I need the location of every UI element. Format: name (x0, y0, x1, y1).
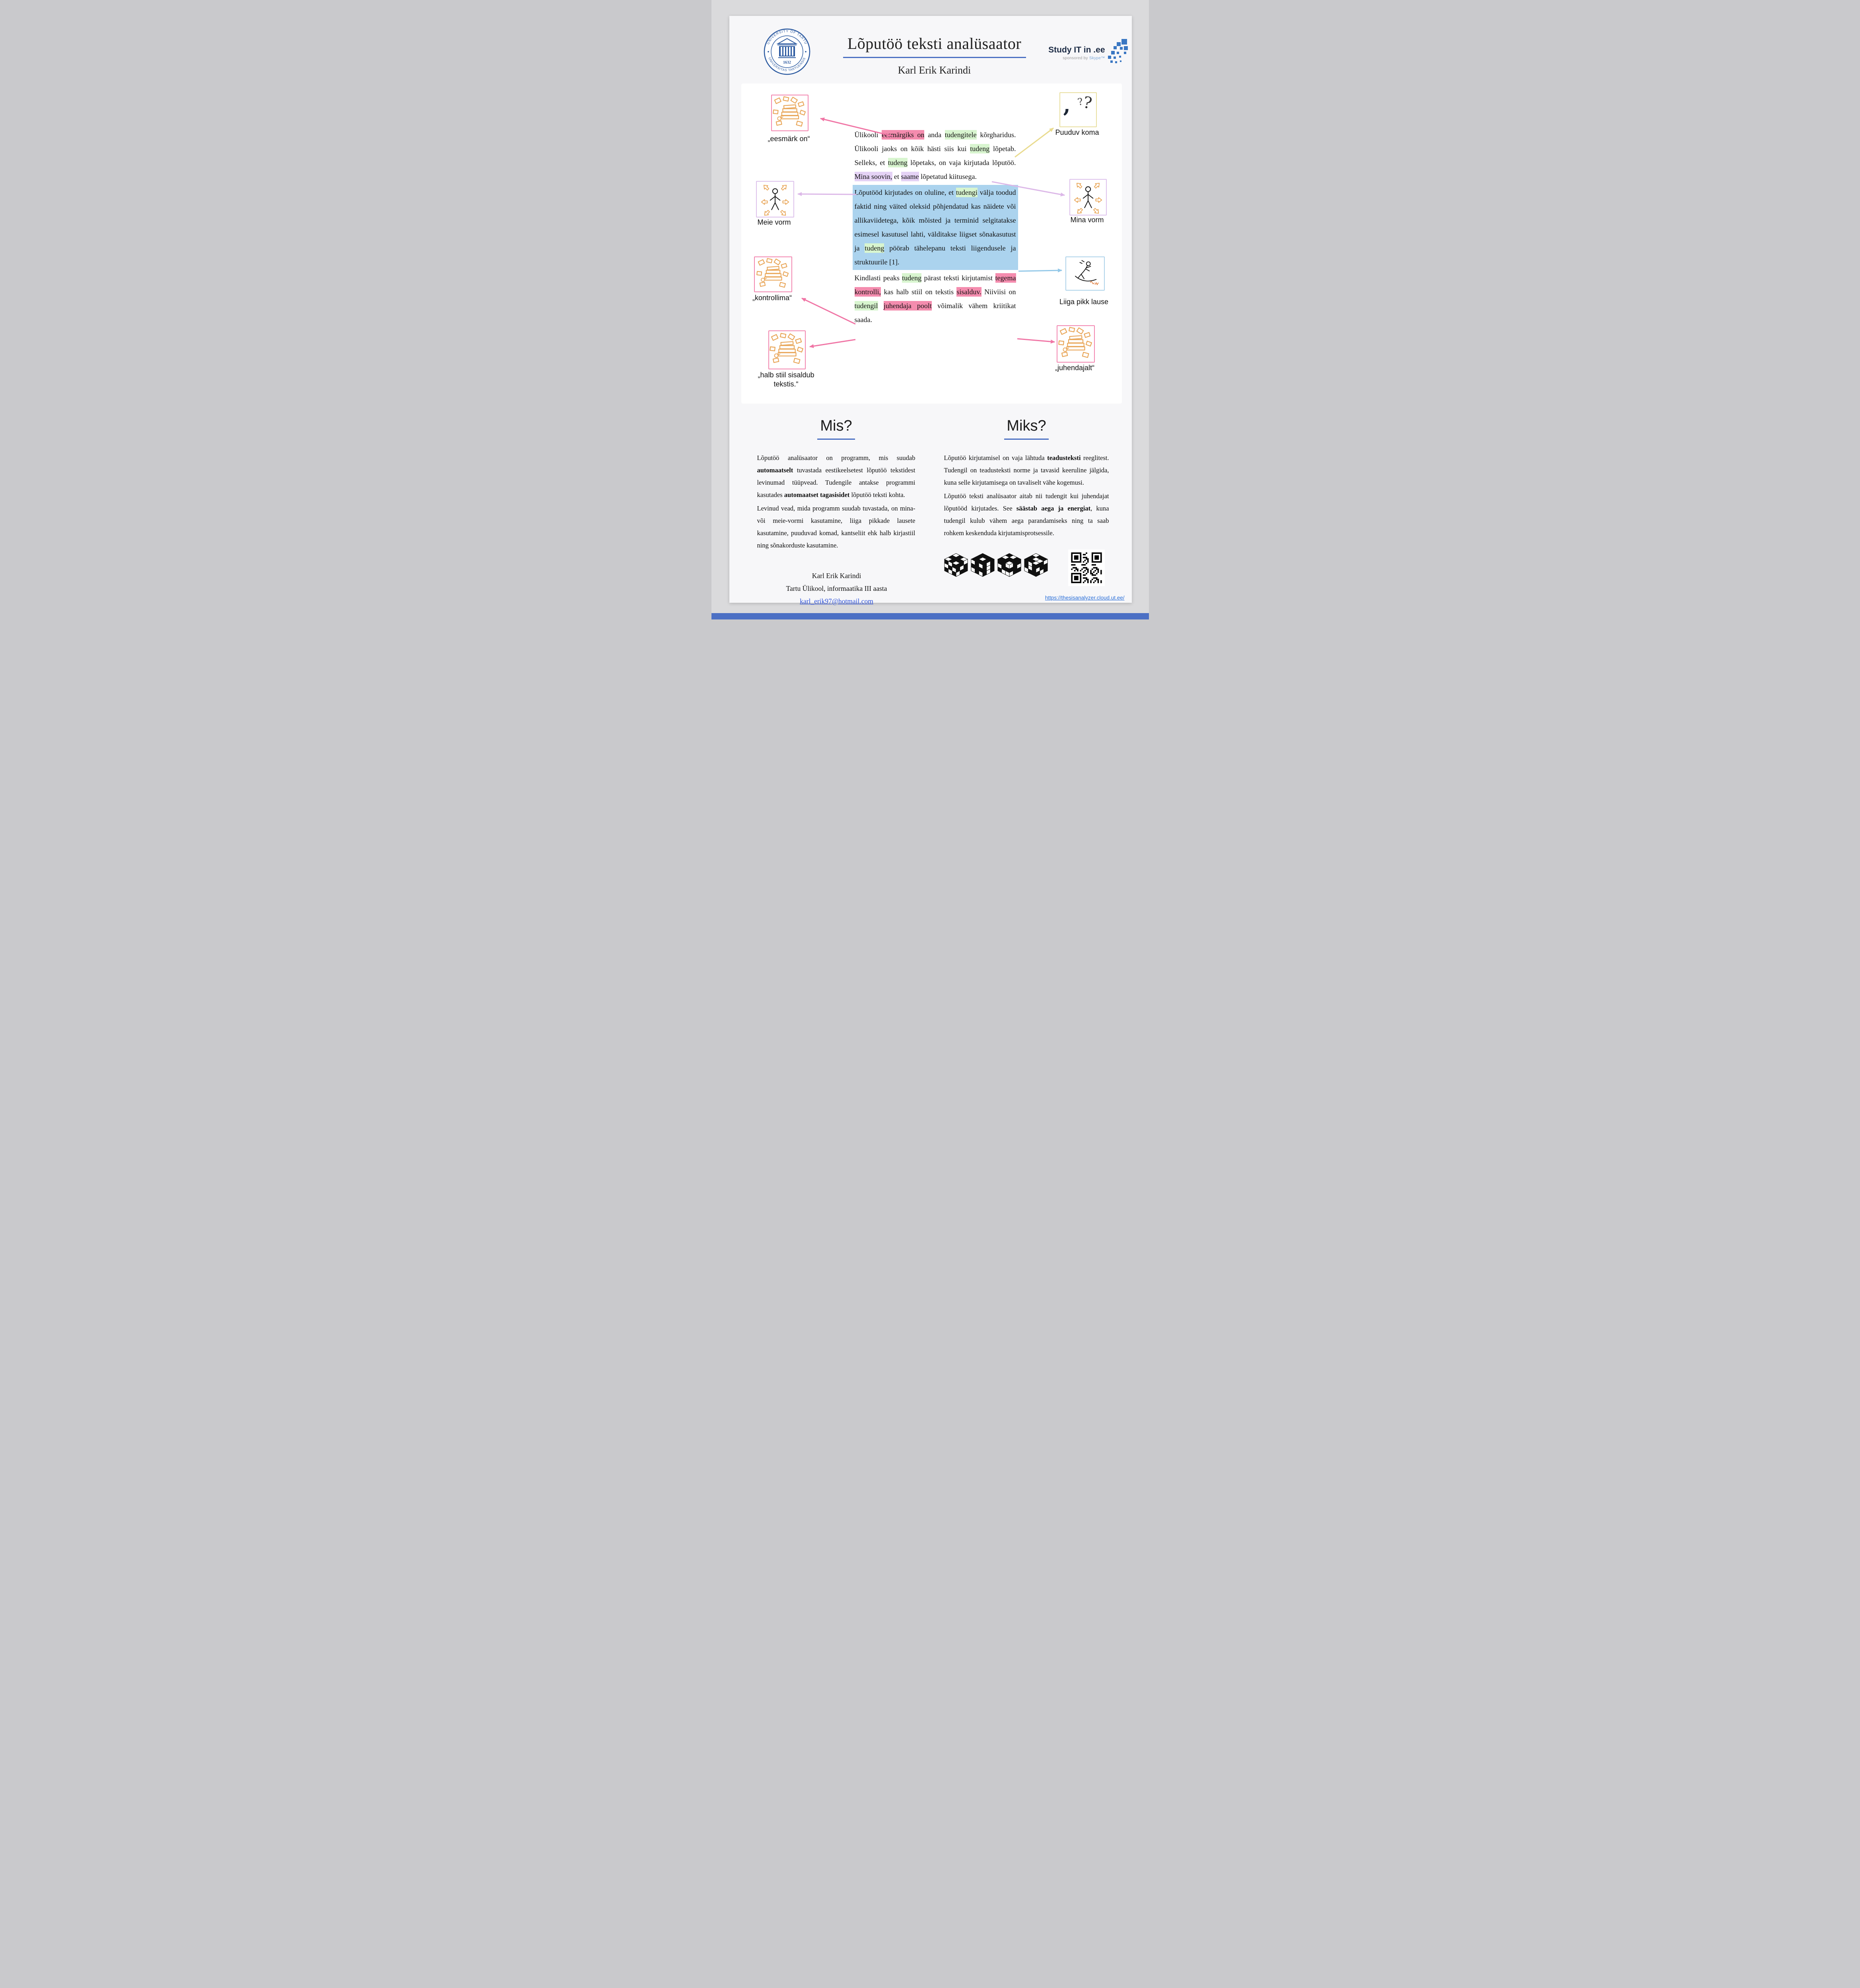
figure-kontrollima (754, 256, 792, 292)
label-juhendajalt: „juhendajalt“ (1055, 364, 1095, 372)
paragraph: Kindlasti peaks tudeng pärast teksti kir… (854, 273, 1016, 324)
heading-underline (817, 439, 855, 440)
rubiks-cube-icon (970, 553, 995, 577)
label-liiga-pikk: Liiga pikk lause (1059, 298, 1109, 306)
poster: UNIVERSITY OF TARTU UNIVERSITAS TARTUENS… (729, 16, 1132, 605)
title-underline (843, 57, 1026, 58)
paper-stack-icon (769, 331, 805, 369)
rubiks-cube-icon (1024, 553, 1048, 577)
author-subtitle: Karl Erik Karindi (898, 64, 971, 76)
label-kontrollima: „kontrollima“ (752, 294, 792, 302)
paragraph: Ülikooli eesmärgiks on anda tudengitele … (854, 130, 1016, 181)
annotated-text: Ülikooli eesmärgiks on anda tudengitele … (852, 128, 1018, 327)
figure-juhendajalt (1056, 325, 1095, 363)
page-title: Lõputöö teksti analüsaator (847, 35, 1022, 52)
label-meie-vorm: Meie vorm (757, 218, 791, 226)
logo-year: 1632 (783, 60, 791, 65)
skype-text: Skype™ (1089, 56, 1105, 60)
screenshot-page: UNIVERSITY OF TARTU UNIVERSITAS TARTUENS… (711, 0, 1149, 619)
stick-figure-arrows-icon (757, 182, 793, 217)
cube-icons (944, 553, 1048, 577)
heading-miks: Miks? (1007, 417, 1046, 434)
rubiks-cube-icon (997, 553, 1021, 577)
footer-contact: Karl Erik Karindi Tartu Ülikool, informa… (757, 569, 916, 608)
university-of-tartu-logo: UNIVERSITY OF TARTU UNIVERSITAS TARTUENS… (763, 28, 811, 76)
figure-meie-vorm (756, 181, 794, 217)
label-halb-stiil: „halb stiil sisaldub tekstis.“ (758, 371, 814, 388)
label-eesmark: „eesmärk on“ (768, 135, 810, 143)
thesis-url-link[interactable]: https://thesisanalyzer.cloud.ut.ee/ (1045, 595, 1125, 601)
figure-puuduv-koma: , ? ? (1059, 92, 1097, 127)
paragraph: Levinud vead, mida programm suudab tuvas… (757, 505, 915, 549)
rubiks-cube-icon (944, 553, 968, 577)
section-mis: Mis? Lõputöö analüsaator on programm, mi… (757, 417, 915, 551)
sponsored-by-text: sponsored by (1063, 56, 1089, 60)
label-mina-vorm: Mina vorm (1070, 216, 1104, 224)
paragraph: Lõputöö analüsaator on programm, mis suu… (757, 454, 915, 499)
stick-figure-arrows-icon (1070, 180, 1106, 215)
miks-paragraphs: Lõputöö kirjutamisel on vaja lähtuda tea… (944, 452, 1109, 539)
paragraph: Lõputöö kirjutamisel on vaja lähtuda tea… (944, 454, 1109, 486)
sponsor-logo: Study IT in .ee sponsored by Skype™ (1030, 38, 1129, 64)
section-miks: Miks? Lõputöö kirjutamisel on vaja lähtu… (944, 417, 1109, 539)
footer-affiliation: Tartu Ülikool, informaatika III aasta (786, 584, 887, 592)
bottom-accent-bar (711, 613, 1149, 619)
figure-eesmark (771, 95, 809, 131)
falling-figure-icon (1066, 257, 1104, 290)
footer-author: Karl Erik Karindi (812, 572, 861, 580)
sponsor-name: Study IT in .ee (1048, 45, 1105, 54)
header: Lõputöö teksti analüsaator Karl Erik Kar… (827, 34, 1042, 76)
logo-columns-icon (776, 38, 798, 58)
figure-halb-stiil (768, 330, 806, 369)
pixel-arrow-icon (1108, 39, 1128, 63)
paragraph: Lõputööd kirjutades on oluline, et tuden… (852, 185, 1018, 270)
heading-mis: Mis? (820, 417, 852, 434)
ut-seal-icon: UNIVERSITY OF TARTU UNIVERSITAS TARTUENS… (764, 28, 810, 75)
email-link[interactable]: karl_erik97@hotmail.com (800, 597, 873, 605)
missing-comma-illustration: , ? ? (1060, 93, 1096, 126)
question-mark-glyph: ? (1081, 93, 1093, 113)
heading-underline (1004, 439, 1049, 440)
paper-stack-icon (772, 95, 808, 130)
paper-stack-icon (1057, 326, 1094, 362)
sponsor-text: Study IT in .ee sponsored by Skype™ (1048, 45, 1105, 60)
label-puuduv-koma: Puuduv koma (1055, 128, 1099, 136)
qr-code (1068, 549, 1105, 586)
figure-mina-vorm (1069, 179, 1107, 215)
sponsor-subtitle: sponsored by Skype™ (1048, 56, 1105, 60)
mis-paragraphs: Lõputöö analüsaator on programm, mis suu… (757, 452, 915, 551)
paragraph: Lõputöö teksti analüsaator aitab nii tud… (944, 492, 1109, 537)
paper-stack-icon (755, 257, 791, 291)
main-panel: „eesmärk on“ Meie vorm „kontrollima“ „ha… (741, 83, 1122, 404)
comma-glyph: , (1063, 93, 1071, 117)
figure-liiga-pikk (1065, 256, 1105, 291)
